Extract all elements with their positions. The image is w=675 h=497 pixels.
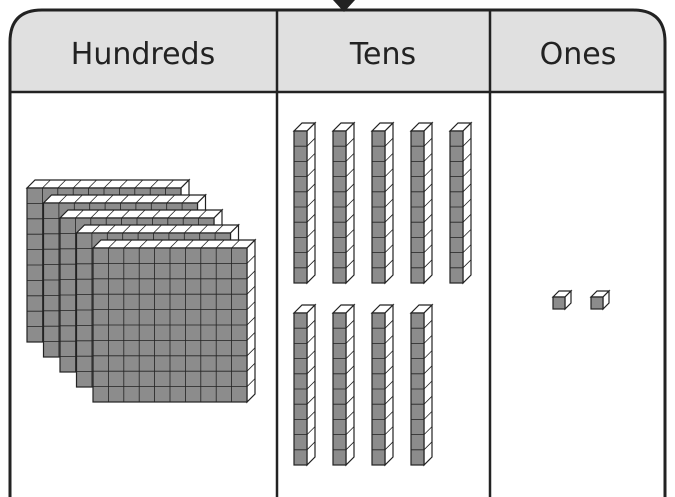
hundred-flat — [93, 240, 255, 402]
ten-rod — [411, 305, 432, 465]
ten-rod — [333, 305, 354, 465]
ten-rod — [372, 123, 393, 283]
hundreds-blocks — [27, 180, 255, 402]
ten-rod — [294, 123, 315, 283]
tens-rods — [294, 123, 471, 465]
ten-rod — [372, 305, 393, 465]
ones-cubes — [553, 291, 609, 309]
one-cube — [591, 291, 609, 309]
one-cube — [553, 291, 571, 309]
header-tens: Tens — [349, 37, 416, 72]
ten-rod — [450, 123, 471, 283]
ten-rod — [294, 305, 315, 465]
ten-rod — [411, 123, 432, 283]
ten-rod — [333, 123, 354, 283]
header-ones: Ones — [540, 37, 617, 72]
header-hundreds: Hundreds — [71, 37, 215, 72]
